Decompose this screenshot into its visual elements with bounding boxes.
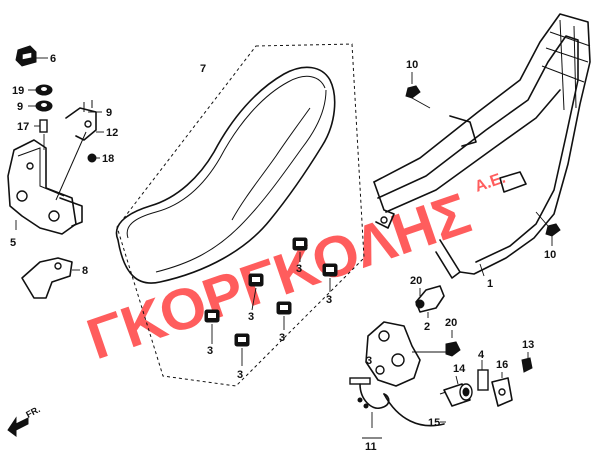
callout-10: 10 <box>406 59 418 71</box>
seat-side-line <box>155 89 327 273</box>
callout-18: 18 <box>102 153 114 165</box>
seat-outer <box>115 66 336 284</box>
callout-labels: 1 2 3 3 3 3 3 3 3 4 5 6 7 8 9 9 10 10 11… <box>10 53 556 453</box>
seat-cushions <box>204 237 338 366</box>
callout-20: 20 <box>410 275 422 287</box>
callout-13: 13 <box>522 339 534 351</box>
callout-16: 16 <box>496 359 508 371</box>
left-bracket-group <box>7 45 104 299</box>
direction-label: FR. <box>24 404 41 420</box>
seat-piping <box>126 75 326 239</box>
callout-3: 3 <box>326 294 332 306</box>
callout-1: 1 <box>487 278 493 290</box>
seat <box>115 43 365 387</box>
callout-3: 3 <box>296 263 302 275</box>
callout-8: 8 <box>82 265 88 277</box>
rear-frame <box>373 13 591 279</box>
callout-6: 6 <box>50 53 56 65</box>
callout-3: 3 <box>366 355 372 367</box>
callout-2: 2 <box>424 321 430 333</box>
callout-3: 3 <box>279 332 285 344</box>
callout-5: 5 <box>10 237 16 249</box>
callout-17: 17 <box>17 121 29 133</box>
callout-3: 3 <box>207 345 213 357</box>
callout-4: 4 <box>478 349 485 361</box>
callout-12: 12 <box>106 127 118 139</box>
callout-14: 14 <box>453 363 466 375</box>
callout-9: 9 <box>106 107 112 119</box>
callout-9: 9 <box>17 101 23 113</box>
callout-7: 7 <box>200 63 206 75</box>
callout-15: 15 <box>428 417 440 429</box>
callout-10: 10 <box>544 249 556 261</box>
seat-lock-assembly <box>349 285 533 439</box>
callout-19: 19 <box>12 85 24 97</box>
direction-arrow: FR. <box>7 404 42 437</box>
callout-3: 3 <box>248 311 254 323</box>
watermark: ΓΚΟΡΓΚΟΛΗΣ Α.Ε. <box>79 170 508 373</box>
watermark-suffix: Α.Ε. <box>473 170 508 196</box>
callout-20: 20 <box>445 317 457 329</box>
callout-11: 11 <box>365 441 377 453</box>
seat-stitch-line <box>231 107 311 221</box>
callout-3: 3 <box>237 369 243 381</box>
